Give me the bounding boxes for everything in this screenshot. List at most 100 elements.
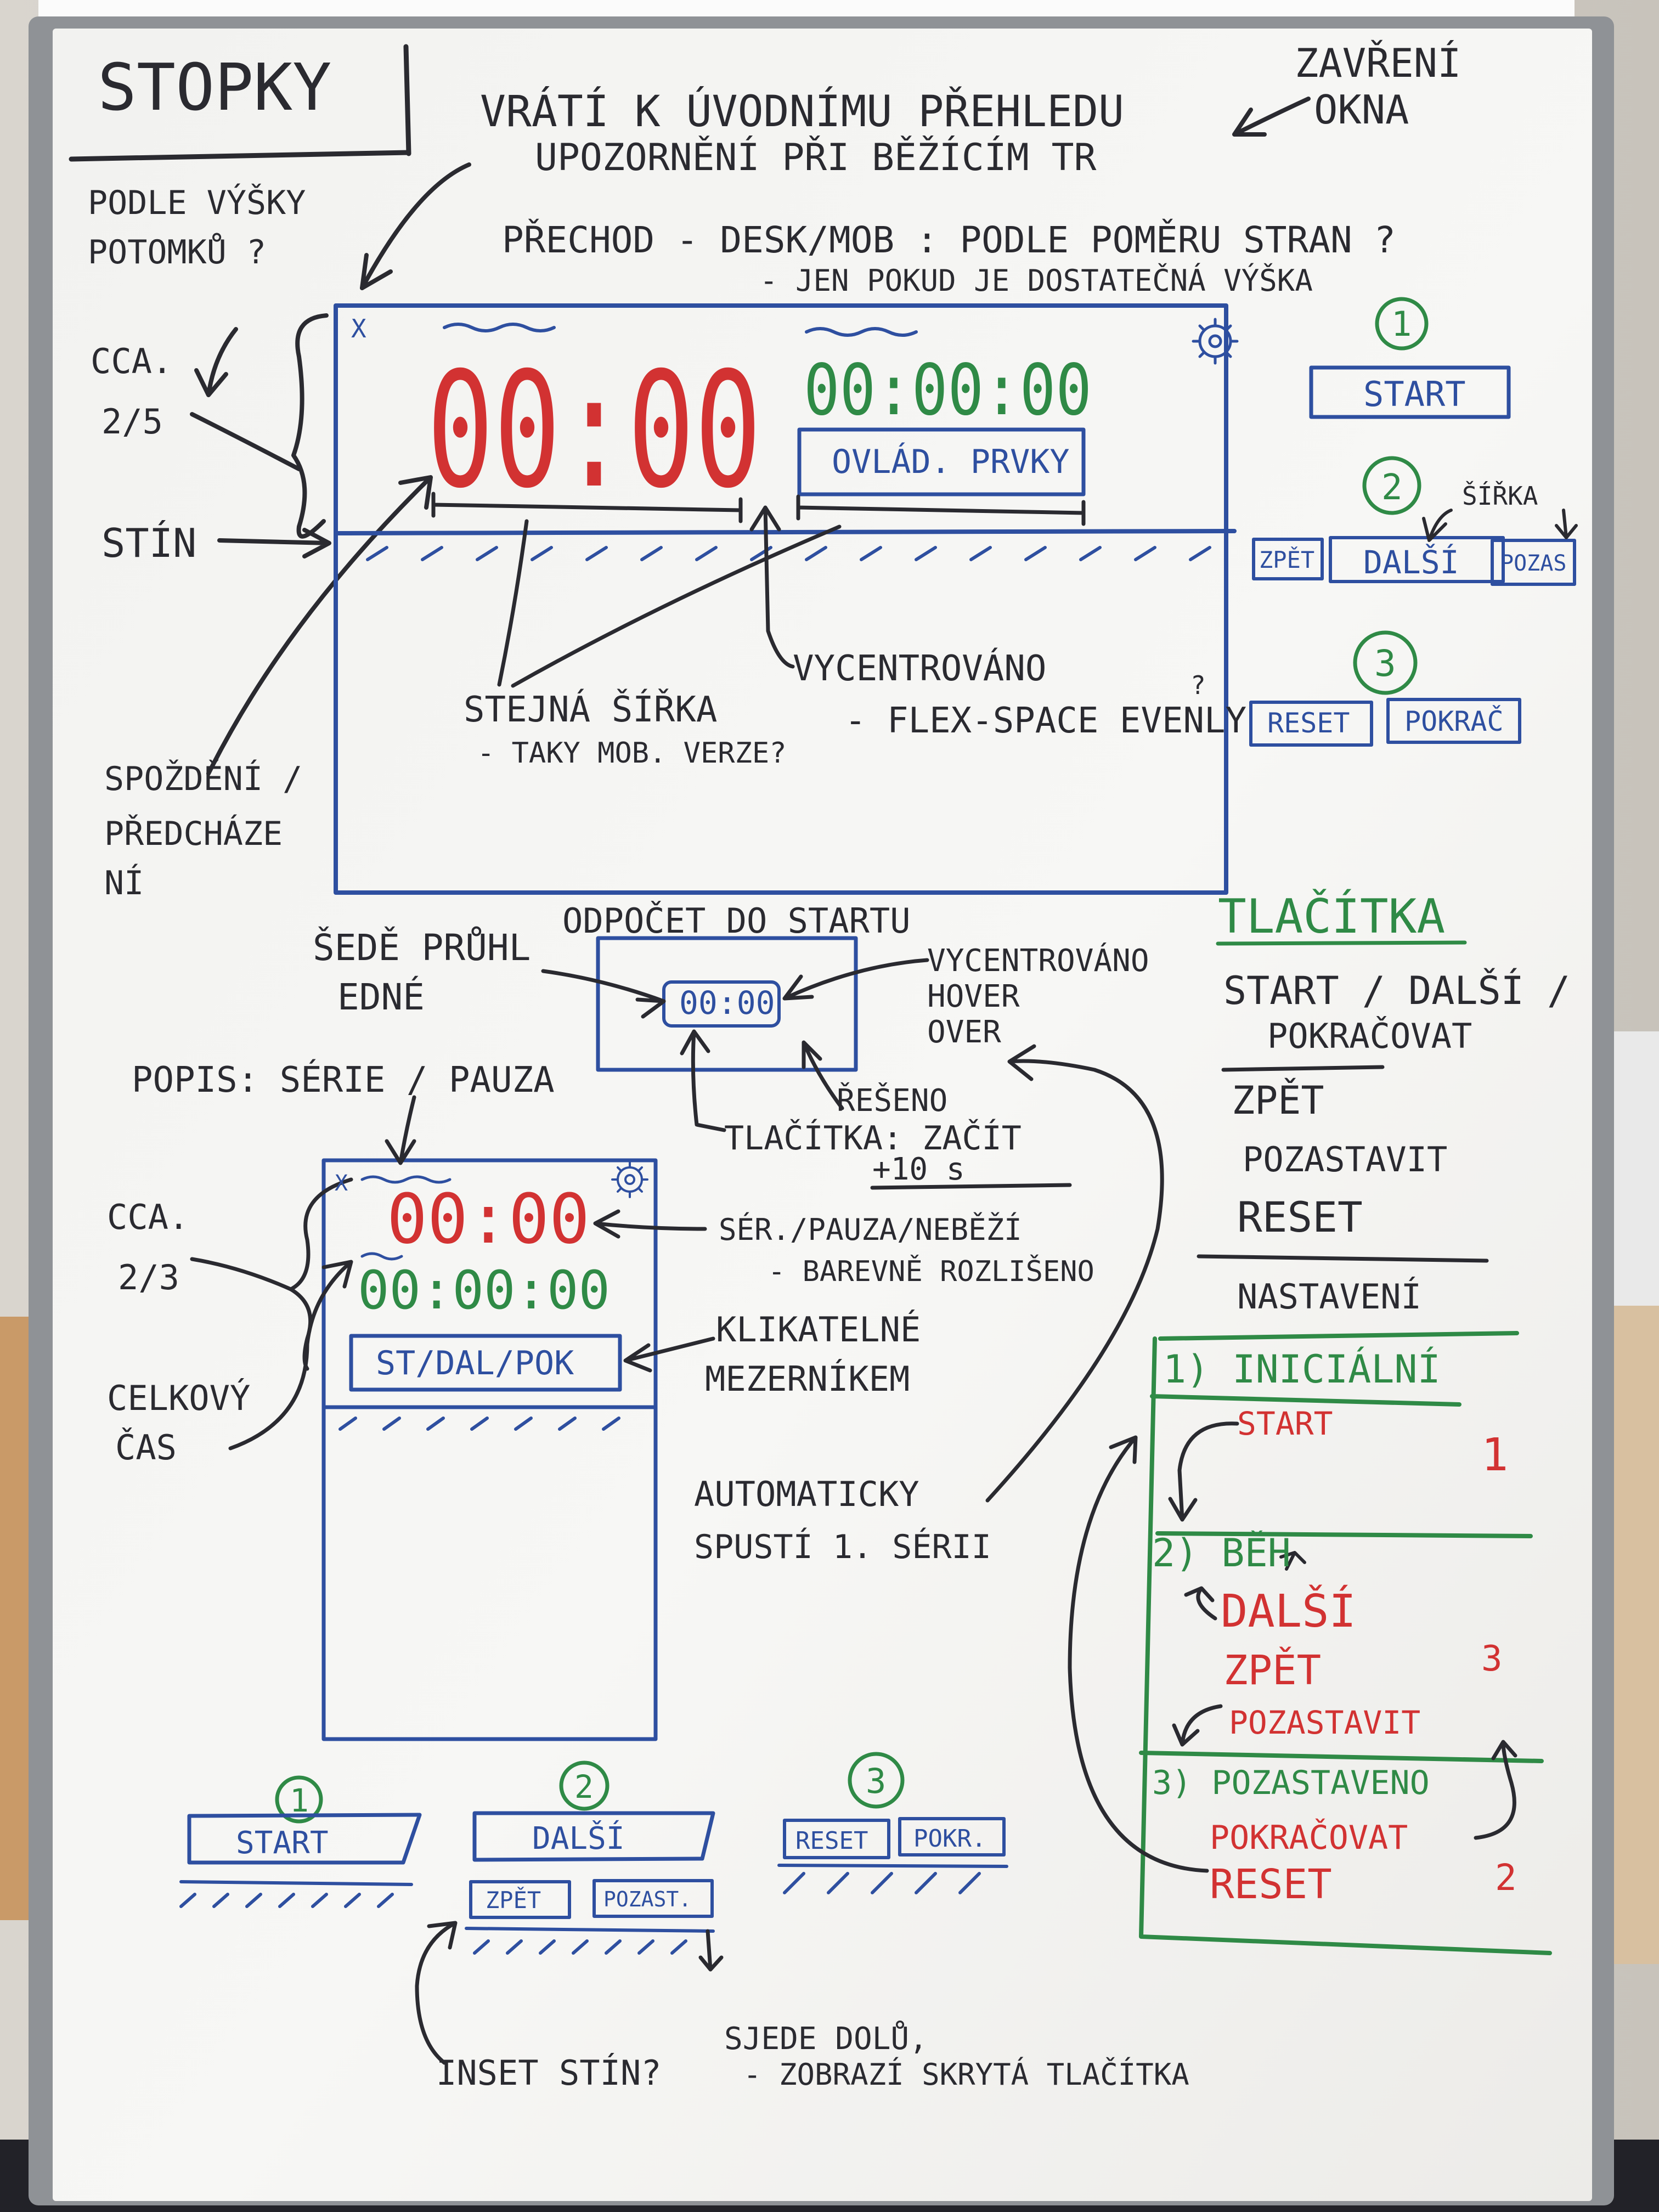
board-title: STOPKY [98,49,331,125]
state-run-label: 2) BĚH [1152,1531,1291,1576]
bottom-start-button[interactable] [187,1813,422,1865]
arrow-cca-up [194,327,238,397]
arrow-width [1422,509,1453,542]
state-run-action-next: DALŠÍ [1221,1584,1356,1638]
arrow-desc [385,1095,416,1165]
note-inset-shadow: INSET STÍN? [436,2053,662,2093]
bottom-state2-number: 2 [574,1768,594,1805]
arrow-clickable [623,1336,715,1373]
countdown-title: ODPOČET DO STARTU [562,901,911,941]
arrow-series [593,1209,707,1239]
state1-number: 1 [1391,304,1412,344]
state-paused-action-resume: POKRAČOVAT [1210,1818,1408,1857]
title-box-lines [69,44,411,162]
note-shadow: STÍN [101,520,196,566]
arrow-dim [206,475,433,776]
state-initial-action-start: START [1237,1405,1333,1442]
buttons-list-divider-2 [1197,1254,1489,1263]
note-total-2: ČAS [115,1427,177,1468]
width-bracket-left [431,492,743,523]
right-reset-button[interactable] [1249,701,1373,747]
right-next-button[interactable] [1329,536,1505,583]
right-back-button[interactable] [1252,538,1324,580]
state-paused-count: 2 [1495,1857,1517,1899]
mobile-gear-icon[interactable] [611,1161,648,1198]
mobile-close-icon[interactable]: X [335,1171,348,1196]
desktop-total-label-squiggle [805,327,918,337]
note-centered-hover-3: OVER [927,1014,1001,1050]
arrow-run-small [1279,1551,1306,1571]
right-back-label: ZPĚT [1259,546,1314,573]
buttons-list-item-3: ZPĚT [1232,1078,1324,1123]
countdown-value: 00:00 [679,984,775,1022]
note-clickable-1: KLIKATELNÉ [716,1310,921,1350]
desktop-controls-box[interactable] [797,427,1086,496]
right-furniture [1607,1031,1659,1317]
note-cca-ratio-1: 2/5 [101,402,163,442]
note-slide-2: - ZOBRAZÍ SKRYTÁ TLAČÍTKA [743,2057,1189,2092]
bottom-next-button[interactable] [472,1811,715,1862]
buttons-list-item-2: POKRAČOVAT [1267,1016,1472,1056]
state-initial-count: 1 [1481,1429,1508,1481]
note-width: ŠÍŘKA [1462,481,1538,511]
bottom-state3-number: 3 [866,1761,886,1801]
mobile-total-timer: 00:00:00 [358,1260,610,1321]
note-cca-1: CCA. [91,341,172,381]
mobile-main-button[interactable] [349,1334,622,1392]
note-total-1: CELKOVÝ [107,1378,250,1418]
note-plus10: +10 s [872,1152,965,1187]
desktop-controls-label: OVLÁD. PRVKY [832,442,1069,481]
note-dim-1: SPOŽDĚNÍ / [104,759,302,798]
bottom-back-button[interactable] [469,1880,571,1919]
note-series-2: - BAREVNĚ ROZLIŠENO [768,1254,1094,1288]
right-resume-button[interactable] [1386,698,1521,744]
buttons-list-item-5: RESET [1237,1193,1363,1242]
state-run-action-back: ZPĚT [1223,1646,1321,1694]
bottom-state1-number: 1 [290,1782,309,1819]
arrow-gray [541,969,666,1019]
note-same-width-1: STEJNÁ ŠÍŘKA [464,689,717,730]
bottom-pause-button[interactable] [592,1879,714,1918]
countdown-overlay [662,980,781,1028]
arrow-width-2 [1555,509,1578,539]
bottom-pause-label: POZAST. [603,1887,691,1911]
note-back-overview: VRÁTÍ K ÚVODNÍMU PŘEHLEDU [480,86,1124,137]
mobile-label-squiggle [360,1175,452,1184]
bottom2-hatch [473,1939,687,1955]
buttons-title-underline [1216,940,1467,946]
buttons-list-item-4: POZASTAVIT [1243,1139,1447,1180]
desktop-close-icon[interactable]: X [351,314,366,343]
bottom3-hatch [783,1872,981,1894]
arrow-auto-start [985,1044,1164,1503]
underline-start [870,1183,1072,1190]
note-solved: ŘEŠENO [837,1082,947,1119]
arrow-reset [1068,1435,1209,1873]
state-initial-label: 1) INICIÁLNÍ [1163,1347,1441,1392]
state-paused-action-reset: RESET [1210,1861,1332,1908]
bottom2-line [465,1927,715,1933]
desktop-shadow-line [334,529,1237,535]
right-pause-button[interactable] [1491,539,1576,586]
arrow-start-to-run [1168,1421,1239,1522]
note-centered-2: - FLEX-SPACE EVENLY [845,701,1246,741]
bottom-resume-label: POKR. [913,1825,986,1853]
state-run-action-pause: POZASTAVIT [1229,1704,1420,1741]
buttons-list-item-6: NASTAVENÍ [1237,1277,1421,1317]
note-gray-2: EDNÉ [337,975,425,1018]
bottom-resume-button[interactable] [898,1817,1006,1857]
desktop-series-timer: 00:00 [427,338,761,523]
bottom-back-label: ZPĚT [486,1886,541,1914]
arrow-next-loop [1184,1586,1217,1621]
arrow-back-to-overview [360,162,471,290]
right-start-button[interactable] [1309,365,1511,419]
desktop-gear-icon[interactable] [1192,318,1239,365]
mobile-total-squiggle [360,1252,403,1261]
bottom3-line [777,1864,1008,1868]
bottom-reset-button[interactable] [783,1819,890,1859]
bottom-start-label: START [236,1825,329,1861]
arrow-total-time [228,1260,353,1451]
right-start-label: START [1363,374,1466,414]
note-close-2: OKNA [1314,87,1409,133]
countdown-window [596,936,858,1072]
note-auto-2: SPUSTÍ 1. SÉRII [694,1527,991,1566]
